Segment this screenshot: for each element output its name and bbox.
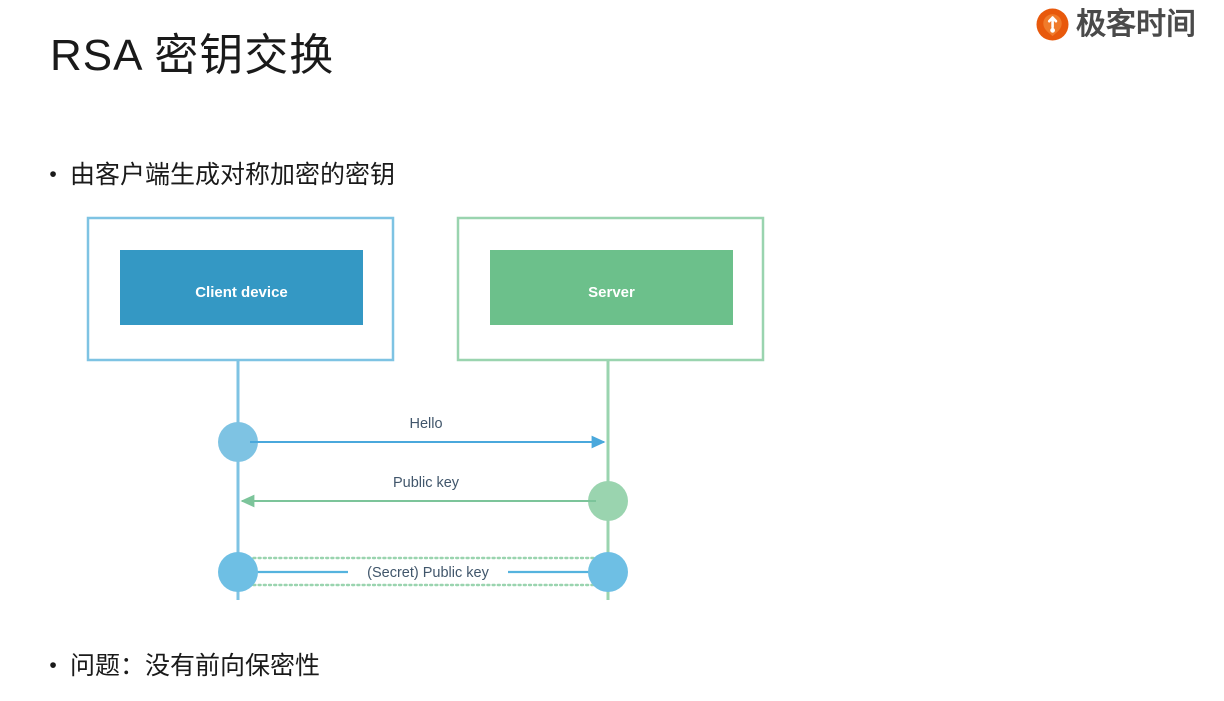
message-public-key: Public key — [240, 475, 628, 521]
bullet-marker: • — [49, 163, 57, 186]
bullet-item-1: • 由客户端生成对称加密的密钥 — [48, 158, 395, 192]
sequence-diagram: Client device Server Hello Public key — [80, 210, 780, 610]
page-title: RSA 密钥交换 — [50, 31, 335, 80]
bullet-text: 由客户端生成对称加密的密钥 — [70, 161, 396, 189]
server-activation-secret — [588, 552, 628, 592]
server-label: Server — [588, 284, 635, 301]
bullet-text: 问题：没有前向保密性 — [70, 652, 321, 680]
message-hello: Hello — [218, 416, 606, 462]
client-label: Client device — [195, 284, 288, 301]
server-activation-publickey — [588, 481, 628, 521]
participant-server: Server — [456, 216, 765, 362]
brand-logo: 极客时间 — [1036, 8, 1196, 41]
brand-name: 极客时间 — [1076, 8, 1196, 41]
hello-label: Hello — [409, 416, 442, 432]
participant-client: Client device — [86, 216, 395, 362]
secret-public-key-label: (Secret) Public key — [367, 565, 489, 581]
server-box — [490, 250, 733, 325]
geektime-pin-icon — [1036, 8, 1069, 41]
bullet-marker: • — [49, 654, 57, 677]
client-activation-secret — [218, 552, 258, 592]
bullet-item-2: • 问题：没有前向保密性 — [48, 649, 320, 683]
message-secret-public-key: (Secret) Public key — [218, 552, 628, 592]
client-box — [120, 250, 363, 325]
client-activation-hello — [218, 422, 258, 462]
public-key-label: Public key — [393, 475, 460, 491]
